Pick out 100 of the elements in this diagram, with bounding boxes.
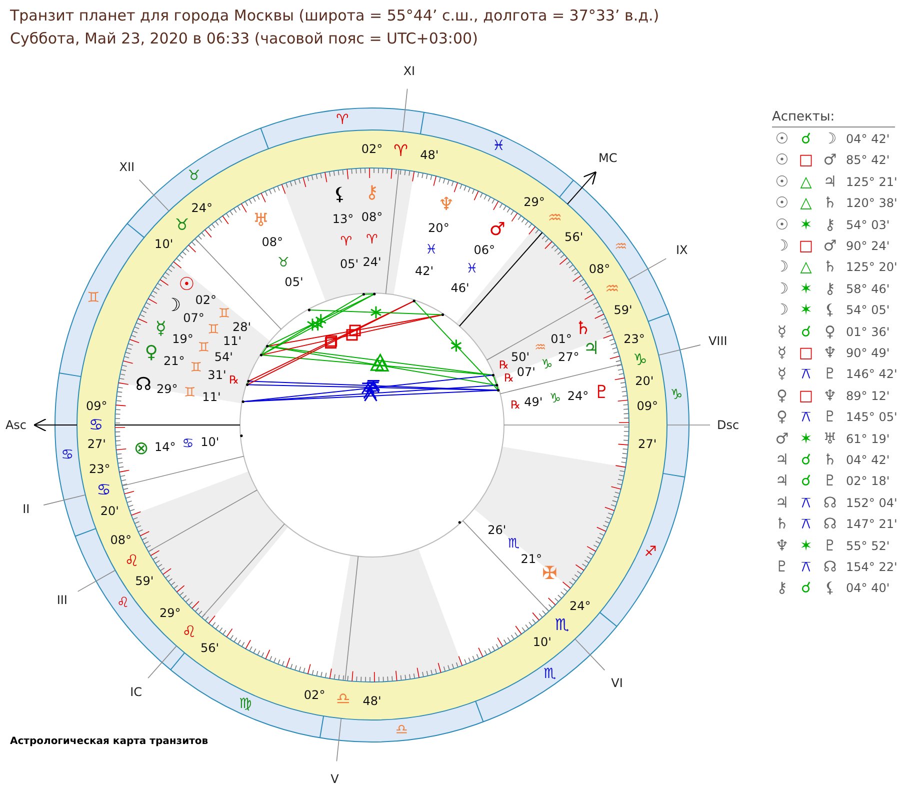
minute-label: 05'	[284, 276, 304, 288]
minute-label: 05'	[340, 258, 359, 270]
aspect-symbol: ⚻	[801, 366, 811, 382]
chart-subtitle: Суббота, Май 23, 2020 в 06:33 (часовой пояс = UTC+03:00)	[10, 32, 478, 46]
retrograde-mark: ℞	[504, 372, 514, 384]
zodiac-sign-symbol: ♑	[541, 358, 553, 372]
zodiac-sign-symbol: ♈	[394, 142, 408, 158]
zodiac-sign-symbol: ♊	[198, 342, 210, 355]
zodiac-sign-symbol: ♈	[366, 234, 378, 246]
minute-label: 27'	[87, 438, 106, 450]
zodiac-sign-symbol: ♈	[340, 235, 352, 248]
planet-symbol: ⚸	[824, 302, 836, 318]
planet-symbol: ♄	[823, 452, 837, 468]
planet-symbol: ☊	[823, 495, 837, 510]
planet-symbol: ♆	[823, 388, 837, 404]
aspect-symbol: ✶	[800, 538, 812, 554]
zodiac-sign-symbol: ♑	[549, 392, 562, 406]
planet-symbol: ♆	[823, 346, 837, 360]
planet-symbol: ♂	[775, 431, 789, 446]
planet-symbol: ⚷	[776, 580, 788, 596]
planet-symbol: ☽	[775, 238, 789, 254]
aspect-angle: 04° 42'	[846, 454, 890, 466]
degree-label: 06°	[474, 244, 495, 256]
house-label: V	[330, 773, 339, 786]
degree-label: 24°	[191, 202, 213, 214]
planet-symbol: ♅	[252, 212, 269, 230]
zodiac-sign-symbol: ♈	[336, 113, 349, 128]
degree-label: 09°	[636, 400, 658, 412]
zodiac-sign-symbol: ♉	[174, 216, 190, 233]
aspect-symbol: ✶	[800, 431, 812, 446]
degree-label: 02°	[195, 294, 217, 306]
aspect-symbol: ✶	[800, 302, 812, 318]
house-label: Asc	[5, 419, 27, 431]
aspect-symbol: △	[800, 260, 812, 275]
aspect-angle: 01° 36'	[846, 326, 890, 338]
planet-symbol: ☉	[775, 152, 789, 168]
house-label: XII	[119, 160, 135, 173]
minute-label: 26'	[488, 524, 506, 536]
planet-symbol: ♄	[575, 320, 592, 338]
planet-symbol: ☉	[775, 217, 789, 232]
aspect-symbol: ☌	[800, 132, 812, 146]
zodiac-sign-symbol: ♏	[544, 666, 556, 681]
zodiac-sign-symbol: ♉	[188, 169, 200, 184]
aspect-angle: 58° 46'	[846, 282, 890, 295]
zodiac-sign-symbol: ♓	[492, 139, 505, 154]
aspect-angle: 54° 05'	[846, 304, 890, 316]
minute-label: 48'	[420, 149, 439, 162]
planet-symbol: ☉	[775, 174, 789, 190]
minute-label: 46'	[450, 282, 470, 294]
zodiac-sign-symbol: ♒	[534, 342, 546, 355]
aspect-angle: 154° 22'	[846, 561, 898, 573]
planet-symbol: ♇	[823, 366, 837, 382]
planet-symbol: ☿	[155, 320, 166, 338]
planet-symbol: ☿	[777, 366, 787, 382]
aspect-angle: 85° 42'	[846, 154, 890, 166]
planet-symbol: ☊	[823, 516, 837, 532]
minute-label: 24'	[362, 256, 382, 268]
aspect-angle: 04° 40'	[846, 582, 890, 594]
degree-label: 02°	[304, 688, 326, 701]
planet-symbol: ♀	[824, 324, 836, 340]
aspect-symbol: ✶	[800, 281, 812, 296]
degree-label: 20°	[428, 222, 450, 234]
planet-symbol: ☽	[823, 132, 837, 146]
zodiac-sign-symbol: ♓	[466, 262, 478, 276]
planet-symbol: ♇	[823, 474, 837, 489]
planet-symbol: ♇	[823, 410, 837, 425]
house-label: II	[22, 503, 30, 516]
zodiac-sign-symbol: ♒	[548, 210, 562, 226]
aspect-symbol: △	[800, 196, 812, 211]
aspect-angle: 55° 52'	[846, 540, 890, 552]
aspect-symbol: ☌	[800, 580, 812, 596]
minute-label: 27'	[638, 438, 657, 450]
degree-label: 08°	[110, 534, 132, 546]
degree-label: 02°	[361, 143, 383, 155]
planet-symbol: ✠	[542, 565, 558, 584]
planet-symbol: ♃	[775, 495, 789, 510]
aspect-symbol: □	[798, 238, 814, 254]
zodiac-sign-symbol: ♍	[239, 696, 252, 711]
zodiac-sign-symbol: ♊	[218, 307, 230, 320]
planet-symbol: ☉	[178, 276, 195, 294]
house-label: VI	[611, 677, 623, 690]
retrograde-mark: ℞	[229, 374, 240, 386]
degree-label: 24°	[567, 390, 589, 402]
planet-symbol: ⊗	[134, 440, 149, 458]
house-label: Dsc	[716, 419, 740, 431]
minute-label: 56'	[564, 230, 584, 243]
zodiac-sign-symbol: ♌	[124, 552, 139, 569]
planet-symbol: ♂	[823, 238, 837, 254]
planet-symbol: ♇	[594, 384, 610, 402]
planet-symbol: ♄	[775, 516, 789, 532]
planet-symbol: ♀	[776, 410, 788, 425]
degree-label: 01°	[550, 332, 572, 345]
degree-label: 27°	[558, 351, 580, 364]
minute-label: 50'	[511, 351, 530, 364]
zodiac-sign-symbol: ♋	[182, 438, 194, 451]
aspect-angle: 90° 49'	[846, 347, 890, 359]
zodiac-sign-symbol: ♏	[508, 537, 520, 550]
degree-label: 09°	[86, 400, 108, 412]
aspect-symbol: ✶	[800, 217, 812, 232]
planet-symbol: ♃	[775, 452, 789, 468]
